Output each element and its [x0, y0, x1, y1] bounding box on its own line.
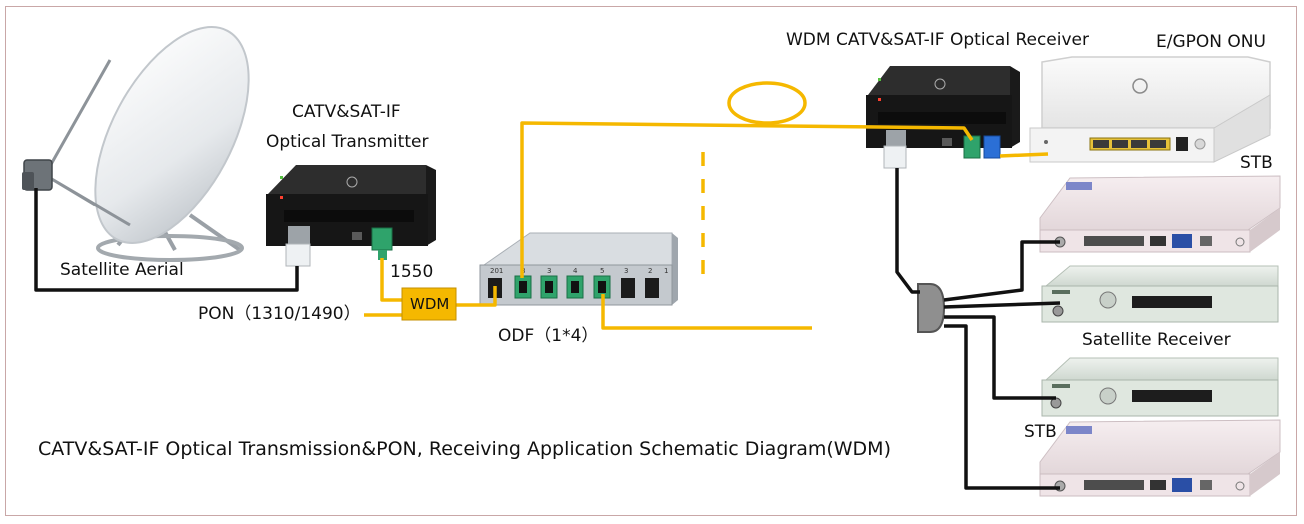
odf-port-number: 201: [490, 267, 503, 275]
satellite-dish-icon: [22, 26, 250, 262]
pon-label: PON（1310/1490）: [198, 304, 361, 324]
diagram-frame: [5, 6, 1297, 516]
odf-port-number: 5: [600, 267, 604, 275]
diagram-title: CATV&SAT-IF Optical Transmission&PON, Re…: [38, 438, 891, 460]
odf-port-number: 3: [624, 267, 628, 275]
satellite-aerial-label: Satellite Aerial: [60, 260, 184, 280]
odf-port-number: 4: [573, 267, 578, 275]
wdm-label: WDM: [410, 295, 450, 313]
wavelength-1550-label: 1550: [390, 262, 434, 282]
rf-splitter-icon: [917, 283, 946, 333]
stb-bottom-label: STB: [1024, 422, 1057, 442]
optical-transmitter-icon: [266, 165, 436, 267]
fiber-cables: [364, 81, 1049, 330]
onu-router-icon: [1029, 56, 1271, 163]
transmitter-label-line1: CATV&SAT-IF: [292, 102, 401, 122]
receiver-label: WDM CATV&SAT-IF Optical Receiver: [786, 30, 1089, 50]
coax-cables: [34, 168, 1061, 490]
onu-label: E/GPON ONU: [1156, 32, 1266, 52]
wdm-box: [401, 287, 457, 321]
optical-receiver-icon: [866, 66, 1020, 169]
stb-icon: [1039, 419, 1281, 497]
satellite-receiver-icon: [1041, 357, 1279, 417]
stb-top-label: STB: [1240, 153, 1273, 173]
satellite-receiver-label: Satellite Receiver: [1082, 330, 1231, 350]
odf-port-number: 1: [664, 267, 668, 275]
odf-label: ODF（1*4）: [498, 326, 599, 346]
transmitter-label-line2: Optical Transmitter: [266, 132, 429, 152]
satellite-receiver-icon: [1041, 265, 1279, 323]
odf-port-number: 3: [547, 267, 551, 275]
odf-port-number: 2: [648, 267, 652, 275]
stb-icon: [1039, 175, 1281, 253]
